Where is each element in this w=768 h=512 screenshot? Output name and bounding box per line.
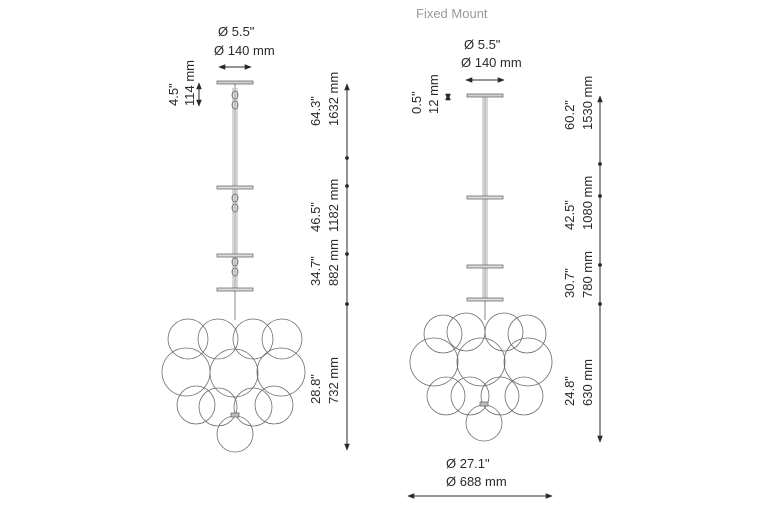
right-height-1-mm: 1530 mm xyxy=(580,75,595,130)
left-height-2-in: 46.5" xyxy=(308,202,323,232)
right-height-2-mm: 1080 mm xyxy=(580,175,595,230)
right-height-3-mm: 780 mm xyxy=(580,251,595,298)
left-canopy-diameter-mm: Ø 140 mm xyxy=(214,43,275,58)
right-height-4-mm: 630 mm xyxy=(580,359,595,406)
view-title: Fixed Mount xyxy=(416,6,488,21)
left-canopy-height-in: 4.5" xyxy=(166,83,181,106)
right-canopy-height-in: 0.5" xyxy=(409,91,424,114)
right-pendant xyxy=(409,93,553,442)
left-height-1-mm: 1632 mm xyxy=(326,71,341,126)
left-height-3-in: 34.7" xyxy=(308,256,323,286)
right-canopy-diameter-mm: Ø 140 mm xyxy=(461,55,522,70)
left-canopy-height-mm: 114 mm xyxy=(182,60,197,106)
left-height-4-mm: 732 mm xyxy=(326,357,341,404)
left-height-1-in: 64.3" xyxy=(308,96,323,126)
right-canopy-height-mm: 12 mm xyxy=(426,74,441,114)
left-height-4-in: 28.8" xyxy=(308,374,323,404)
right-height-3-in: 30.7" xyxy=(562,268,577,298)
left-height-3-mm: 882 mm xyxy=(326,239,341,286)
right-height-4-in: 24.8" xyxy=(562,376,577,406)
left-pendant xyxy=(161,80,306,453)
left-canopy-diameter-in: Ø 5.5" xyxy=(218,24,255,39)
right-height-2-in: 42.5" xyxy=(562,200,577,230)
right-width-mm: Ø 688 mm xyxy=(446,474,507,489)
right-canopy-diameter-in: Ø 5.5" xyxy=(464,37,501,52)
right-width-in: Ø 27.1" xyxy=(446,456,490,471)
right-height-1-in: 60.2" xyxy=(562,100,577,130)
left-height-2-mm: 1182 mm xyxy=(326,178,341,232)
